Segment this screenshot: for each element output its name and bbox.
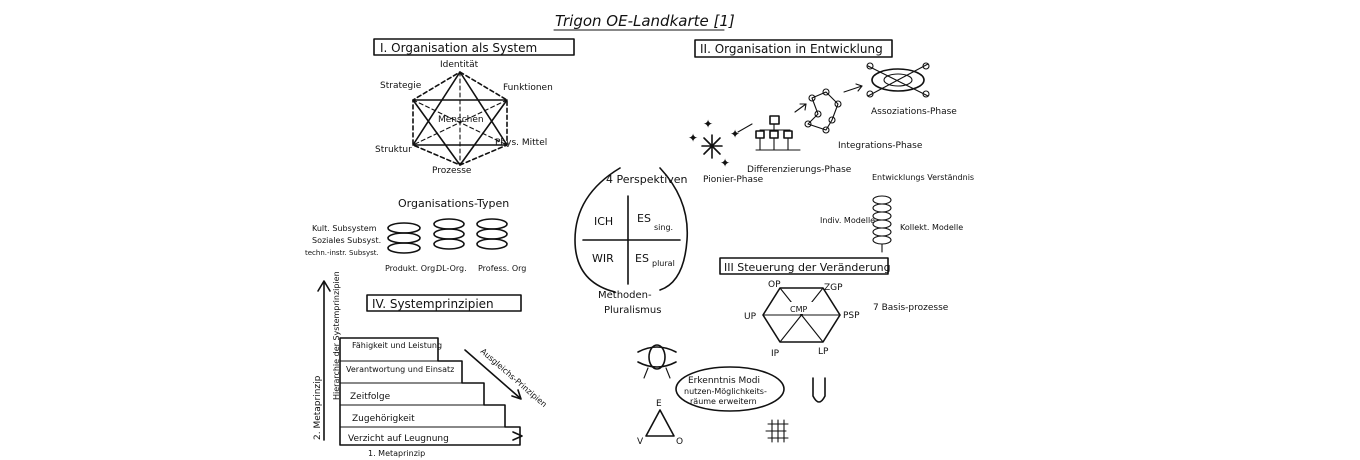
basis-prozesse: 7 Basis-prozesse xyxy=(873,303,949,313)
coil-icon xyxy=(387,222,421,254)
star-icon: ✦ xyxy=(703,117,713,131)
triangle-e: E xyxy=(656,399,662,409)
erkenntnis-modi: Erkenntnis Modi nutzen-Möglichkeits- räu… xyxy=(675,366,785,412)
erkenntnis-line1: Erkenntnis Modi xyxy=(688,376,760,386)
subsystem-label-kult: Kult. Subsystem xyxy=(312,224,377,233)
section1-heading: I. Organisation als System xyxy=(380,41,537,55)
star-icon: ✦ xyxy=(688,131,698,145)
association-icon xyxy=(866,62,930,98)
arrow-head-icon xyxy=(317,280,331,292)
section-organisation-in-entwicklung: II. Organisation in Entwicklung ✦ ✦ ✦ ✦ … xyxy=(688,39,974,253)
spiral-right-label: Kollekt. Modelle xyxy=(900,223,963,232)
quadrant-ich: ICH xyxy=(594,215,613,228)
star-icon: ✦ xyxy=(730,127,740,141)
phase-pionier: Pionier-Phase xyxy=(703,175,764,185)
node-up: UP xyxy=(744,312,757,322)
subsystem-label-techn: techn.-instr. Subsyst. xyxy=(305,249,379,257)
node-op: OP xyxy=(768,280,781,290)
erkenntnis-line3: räume erweitern xyxy=(690,397,757,406)
type-label-profess: Profess. Org xyxy=(478,264,526,273)
triangle-v: V xyxy=(637,437,644,447)
label-menschen: Menschen xyxy=(438,115,484,125)
type-label-produkt: Produkt. Org. xyxy=(385,264,438,273)
section4-heading-box xyxy=(366,294,522,312)
step-zugehoerigkeit: Zugehörigkeit xyxy=(352,414,415,424)
subsystem-label-sozial: Soziales Subsyst. xyxy=(312,236,381,245)
erkenntnis-ellipse xyxy=(675,366,785,412)
step-verzicht: Verzicht auf Leugnung xyxy=(348,434,449,444)
label-funktionen: Funktionen xyxy=(503,83,553,93)
label-prozesse: Prozesse xyxy=(432,166,472,176)
org-chart-icon xyxy=(755,115,801,151)
coil-icon xyxy=(433,218,465,250)
network-icon xyxy=(804,88,842,134)
triangle-o: O xyxy=(676,437,683,447)
arrow-head-icon xyxy=(511,389,522,400)
label-strategie: Strategie xyxy=(380,81,422,91)
section4-heading: IV. Systemprinzipien xyxy=(372,297,494,311)
vier-perspektiven: 4 Perspektiven ICH ES sing. WIR ES plura… xyxy=(574,167,689,316)
organisations-typen: Organisations-Typen Kult. Subsystem Sozi… xyxy=(305,197,526,273)
phase-integration: Integrations-Phase xyxy=(838,141,923,151)
left-brace xyxy=(574,167,621,293)
pluralismus-label: Pluralismus xyxy=(604,305,661,316)
right-brace xyxy=(659,167,689,291)
perspectives-heading: 4 Perspektiven xyxy=(606,173,688,186)
quadrant-sing-sub: sing. xyxy=(654,223,673,232)
section3-heading-box xyxy=(719,257,889,275)
node-ip: IP xyxy=(771,349,780,359)
section2-heading: II. Organisation in Entwicklung xyxy=(700,42,883,56)
star-icon: ✦ xyxy=(720,156,730,170)
u-shape-icon xyxy=(812,377,826,403)
methoden-label: Methoden- xyxy=(598,290,652,301)
section-systemprinzipien: IV. Systemprinzipien Hierarchie der Syst… xyxy=(313,271,548,458)
section1-heading-box xyxy=(373,38,575,56)
spiral-title: Entwicklungs Verständnis xyxy=(872,173,974,182)
types-heading: Organisations-Typen xyxy=(398,197,509,210)
step-verantwortung: Verantwortung und Einsatz xyxy=(346,365,454,374)
quadrant-plural-sub: plural xyxy=(652,259,675,268)
node-lp: LP xyxy=(818,347,829,357)
quadrant-es-sing: ES xyxy=(637,212,651,225)
phase-arrow xyxy=(794,103,807,113)
ausgleich-label: Ausgleichs-Prinzipien xyxy=(479,347,549,409)
coil-icon xyxy=(476,218,508,250)
node-cmp: CMP xyxy=(790,305,807,314)
phase-assoziation: Assoziations-Phase xyxy=(871,107,957,117)
knot-icon xyxy=(637,344,677,379)
section2-heading-box xyxy=(694,39,893,58)
step-faehigkeit: Fähigkeit und Leistung xyxy=(352,341,442,350)
pioneer-star-icon xyxy=(701,134,723,159)
section3-heading: III Steuerung der Veränderung xyxy=(724,261,891,274)
node-psp: PSP xyxy=(843,311,860,321)
evo-triangle: E V O xyxy=(637,399,683,447)
arrow-head-icon xyxy=(512,431,523,441)
hierarchy-label: Hierarchie der Systemprinzipien xyxy=(332,271,341,400)
label-identitaet: Identität xyxy=(440,60,479,70)
label-struktur: Struktur xyxy=(375,145,412,155)
step-zeitfolge: Zeitfolge xyxy=(350,392,391,402)
erkenntnis-line2: nutzen-Möglichkeits- xyxy=(684,387,767,396)
map-title: Trigon OE-Landkarte [1] xyxy=(555,12,735,30)
phase-differenzierung: Differenzierungs-Phase xyxy=(747,165,852,175)
quadrant-wir: WIR xyxy=(592,252,614,265)
section-steuerung-der-veraenderung: III Steuerung der Veränderung OP ZGP UP … xyxy=(719,257,949,359)
label-phys-mittel: Phys. Mittel xyxy=(495,138,547,148)
grid-icon xyxy=(765,419,789,443)
quadrant-es-plural: ES xyxy=(635,252,649,265)
triangle-icon xyxy=(645,409,675,437)
hexagon-diagonal xyxy=(412,99,508,146)
spiral-left-label: Indiv. Modelle xyxy=(820,216,875,225)
node-zgp: ZGP xyxy=(824,283,843,293)
ausgleich-arrow xyxy=(464,349,521,399)
phase-arrow xyxy=(843,85,863,93)
meta2-label: 2. Metaprinzip xyxy=(313,375,323,440)
meta1-label: 1. Metaprinzip xyxy=(368,449,425,458)
spiral-icon xyxy=(872,195,892,253)
type-label-dl: DL-Org. xyxy=(436,264,467,273)
section-organisation-als-system: I. Organisation als System Identität Str… xyxy=(373,38,575,176)
